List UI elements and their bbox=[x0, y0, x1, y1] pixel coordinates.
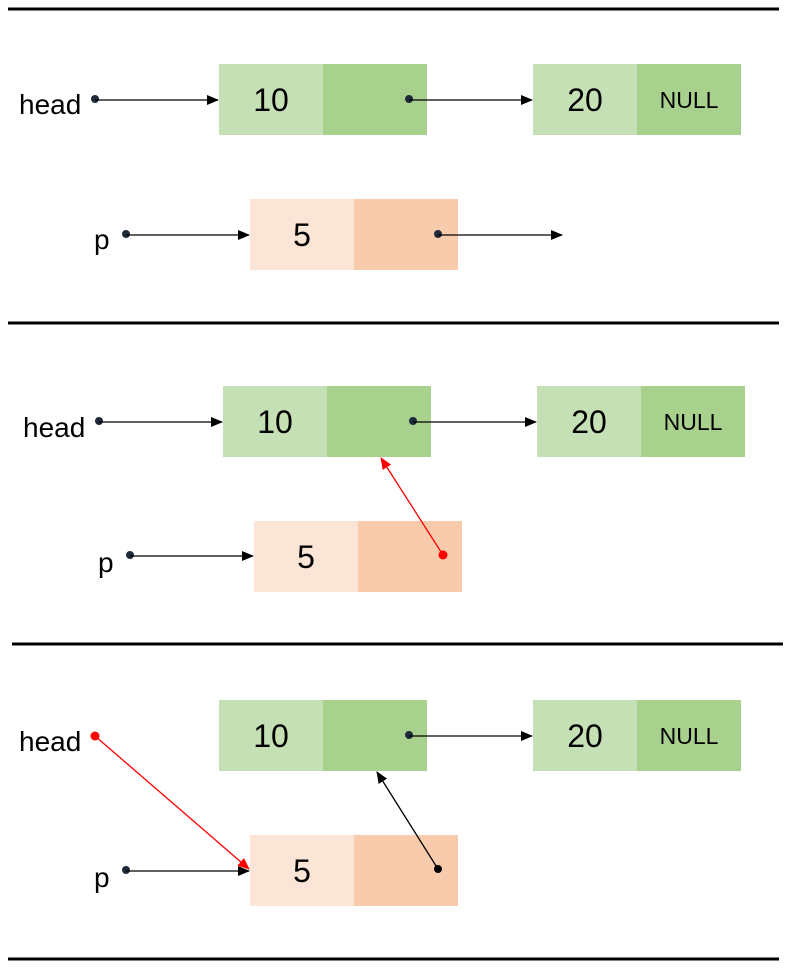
node-20-value: 20 bbox=[571, 404, 607, 440]
null-label: NULL bbox=[664, 409, 723, 435]
node-5: 5 bbox=[250, 835, 458, 906]
head-label: head bbox=[23, 412, 85, 443]
node-5-next-dot bbox=[434, 230, 442, 238]
p-label: p bbox=[94, 224, 110, 255]
node-20: 20 NULL bbox=[533, 700, 741, 771]
node-20-value: 20 bbox=[567, 82, 603, 118]
head-label: head bbox=[19, 89, 81, 120]
node-20-next-cell bbox=[637, 700, 741, 771]
null-label: NULL bbox=[660, 723, 719, 749]
node-5-data-cell bbox=[250, 199, 354, 270]
node-5-data-cell bbox=[250, 835, 354, 906]
node-5-data-cell bbox=[254, 521, 358, 592]
node-5-next-arrow-red bbox=[380, 457, 444, 556]
node-5-value: 5 bbox=[293, 217, 311, 253]
head-pointer-dot bbox=[95, 417, 103, 425]
node-5: 5 bbox=[250, 199, 458, 270]
node-20-value: 20 bbox=[567, 718, 603, 754]
null-label: NULL bbox=[660, 87, 719, 113]
node-10-data-cell bbox=[219, 64, 323, 135]
node-20-data-cell bbox=[533, 700, 637, 771]
p-pointer-dot bbox=[122, 230, 130, 238]
node-10-value: 10 bbox=[253, 82, 289, 118]
node-20: 20 NULL bbox=[537, 386, 745, 457]
p-label: p bbox=[94, 862, 110, 893]
node-5-next-cell bbox=[354, 835, 458, 906]
p-label: p bbox=[98, 547, 114, 578]
head-label: head bbox=[19, 726, 81, 757]
node-20-data-cell bbox=[533, 64, 637, 135]
node-5: 5 bbox=[254, 521, 462, 592]
node-10-data-cell bbox=[219, 700, 323, 771]
node-10-next-dot bbox=[409, 417, 417, 425]
node-10-value: 10 bbox=[257, 404, 293, 440]
node-5-value: 5 bbox=[297, 539, 315, 575]
p-pointer-dot bbox=[122, 866, 130, 874]
node-10-value: 10 bbox=[253, 718, 289, 754]
head-arrow-red bbox=[94, 735, 250, 870]
p-pointer-dot bbox=[126, 551, 134, 559]
head-pointer-dot bbox=[91, 95, 99, 103]
node-5-value: 5 bbox=[293, 853, 311, 889]
panel-3: head 10 20 NULL p 5 bbox=[19, 700, 741, 906]
node-20-data-cell bbox=[537, 386, 641, 457]
node-10: 10 bbox=[223, 386, 431, 457]
node-20: 20 NULL bbox=[533, 64, 741, 135]
node-10: 10 bbox=[219, 64, 427, 135]
node-10: 10 bbox=[219, 700, 427, 771]
node-10-next-dot bbox=[405, 731, 413, 739]
node-10-data-cell bbox=[223, 386, 327, 457]
panel-1: head 10 20 NULL p 5 bbox=[19, 64, 741, 270]
node-20-next-cell bbox=[641, 386, 745, 457]
panel-2: head 10 20 NULL p 5 bbox=[23, 386, 745, 592]
node-10-next-dot bbox=[405, 95, 413, 103]
node-20-next-cell bbox=[637, 64, 741, 135]
node-5-next-arrow bbox=[376, 771, 439, 870]
